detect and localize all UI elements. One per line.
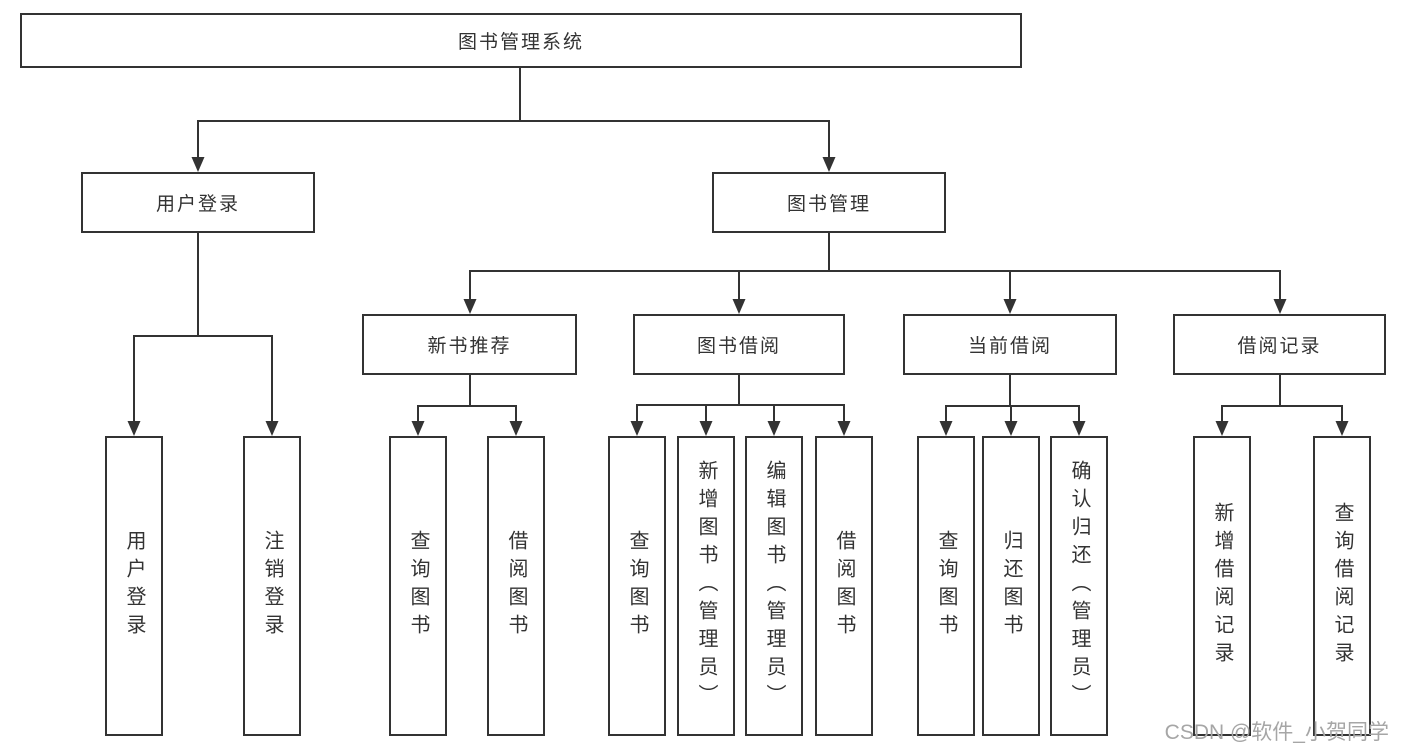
leaf-recommend-borrow-books: 借阅图书 — [487, 436, 545, 736]
leaf-label: 查询借阅记录 — [1331, 502, 1353, 670]
arrow-down-icon — [767, 421, 781, 436]
arrow-down-icon — [463, 299, 477, 314]
arrow-down-icon — [127, 421, 141, 436]
node-label: 图书管理系统 — [457, 32, 584, 53]
leaf-label: 归还图书 — [1000, 530, 1022, 642]
leaf-borrow-query-books: 查询图书 — [608, 436, 666, 736]
node-book-management: 图书管理 — [712, 172, 946, 233]
arrow-down-icon — [509, 421, 523, 436]
node-label: 借阅记录 — [1237, 336, 1322, 357]
connector-records-to-leaves — [1221, 375, 1343, 424]
arrow-down-icon — [1273, 299, 1287, 314]
arrow-down-icon — [939, 421, 953, 436]
node-borrow-records: 借阅记录 — [1173, 314, 1386, 375]
leaf-current-query-books: 查询图书 — [917, 436, 975, 736]
node-label: 图书管理 — [786, 194, 871, 215]
node-label: 新书推荐 — [427, 336, 512, 357]
leaf-label: 查询图书 — [626, 530, 648, 642]
arrow-down-icon — [699, 421, 713, 436]
leaf-recommend-query-books: 查询图书 — [389, 436, 447, 736]
arrow-down-icon — [822, 157, 836, 172]
leaf-label: 新增图书（管理员） — [695, 460, 717, 712]
leaf-user-login: 用户登录 — [105, 436, 163, 736]
node-label: 当前借阅 — [967, 336, 1052, 357]
arrow-down-icon — [1072, 421, 1086, 436]
leaf-label: 借阅图书 — [833, 530, 855, 642]
connector-userlogin-to-leaves — [133, 233, 273, 424]
node-book-borrow: 图书借阅 — [633, 314, 845, 375]
arrow-down-icon — [630, 421, 644, 436]
leaf-records-add-record: 新增借阅记录 — [1193, 436, 1251, 736]
leaf-label: 编辑图书（管理员） — [763, 460, 785, 712]
connector-recommend-to-leaves — [417, 375, 517, 424]
leaf-borrow-edit-books-admin: 编辑图书（管理员） — [745, 436, 803, 736]
node-label: 图书借阅 — [696, 336, 781, 357]
leaf-borrow-add-books-admin: 新增图书（管理员） — [677, 436, 735, 736]
leaf-logout: 注销登录 — [243, 436, 301, 736]
leaf-current-return-books: 归还图书 — [982, 436, 1040, 736]
arrow-down-icon — [1003, 299, 1017, 314]
arrow-down-icon — [191, 157, 205, 172]
connector-root-to-level2 — [197, 68, 830, 160]
node-current-borrow: 当前借阅 — [903, 314, 1117, 375]
leaf-current-confirm-return-admin: 确认归还（管理员） — [1050, 436, 1108, 736]
leaf-label: 查询图书 — [935, 530, 957, 642]
leaf-borrow-borrow-books: 借阅图书 — [815, 436, 873, 736]
connector-borrow-to-leaves — [636, 375, 845, 424]
connector-current-to-leaves — [945, 375, 1080, 424]
arrowheads — [127, 157, 1349, 436]
arrow-down-icon — [411, 421, 425, 436]
leaf-label: 用户登录 — [123, 530, 145, 642]
leaf-records-query-record: 查询借阅记录 — [1313, 436, 1371, 736]
arrow-down-icon — [1215, 421, 1229, 436]
leaf-label: 借阅图书 — [505, 530, 527, 642]
connector-bookmgmt-to-level3 — [469, 233, 1281, 302]
node-root-system: 图书管理系统 — [20, 13, 1022, 68]
leaf-label: 注销登录 — [261, 530, 283, 642]
leaf-label: 确认归还（管理员） — [1068, 460, 1090, 712]
leaf-label: 新增借阅记录 — [1211, 502, 1233, 670]
arrow-down-icon — [1004, 421, 1018, 436]
node-label: 用户登录 — [155, 194, 240, 215]
arrow-down-icon — [265, 421, 279, 436]
arrow-down-icon — [837, 421, 851, 436]
leaf-label: 查询图书 — [407, 530, 429, 642]
node-new-book-recommend: 新书推荐 — [362, 314, 577, 375]
csdn-watermark: CSDN @软件_小贺同学 — [1164, 721, 1389, 744]
arrow-down-icon — [1335, 421, 1349, 436]
node-user-login-group: 用户登录 — [81, 172, 315, 233]
arrow-down-icon — [732, 299, 746, 314]
